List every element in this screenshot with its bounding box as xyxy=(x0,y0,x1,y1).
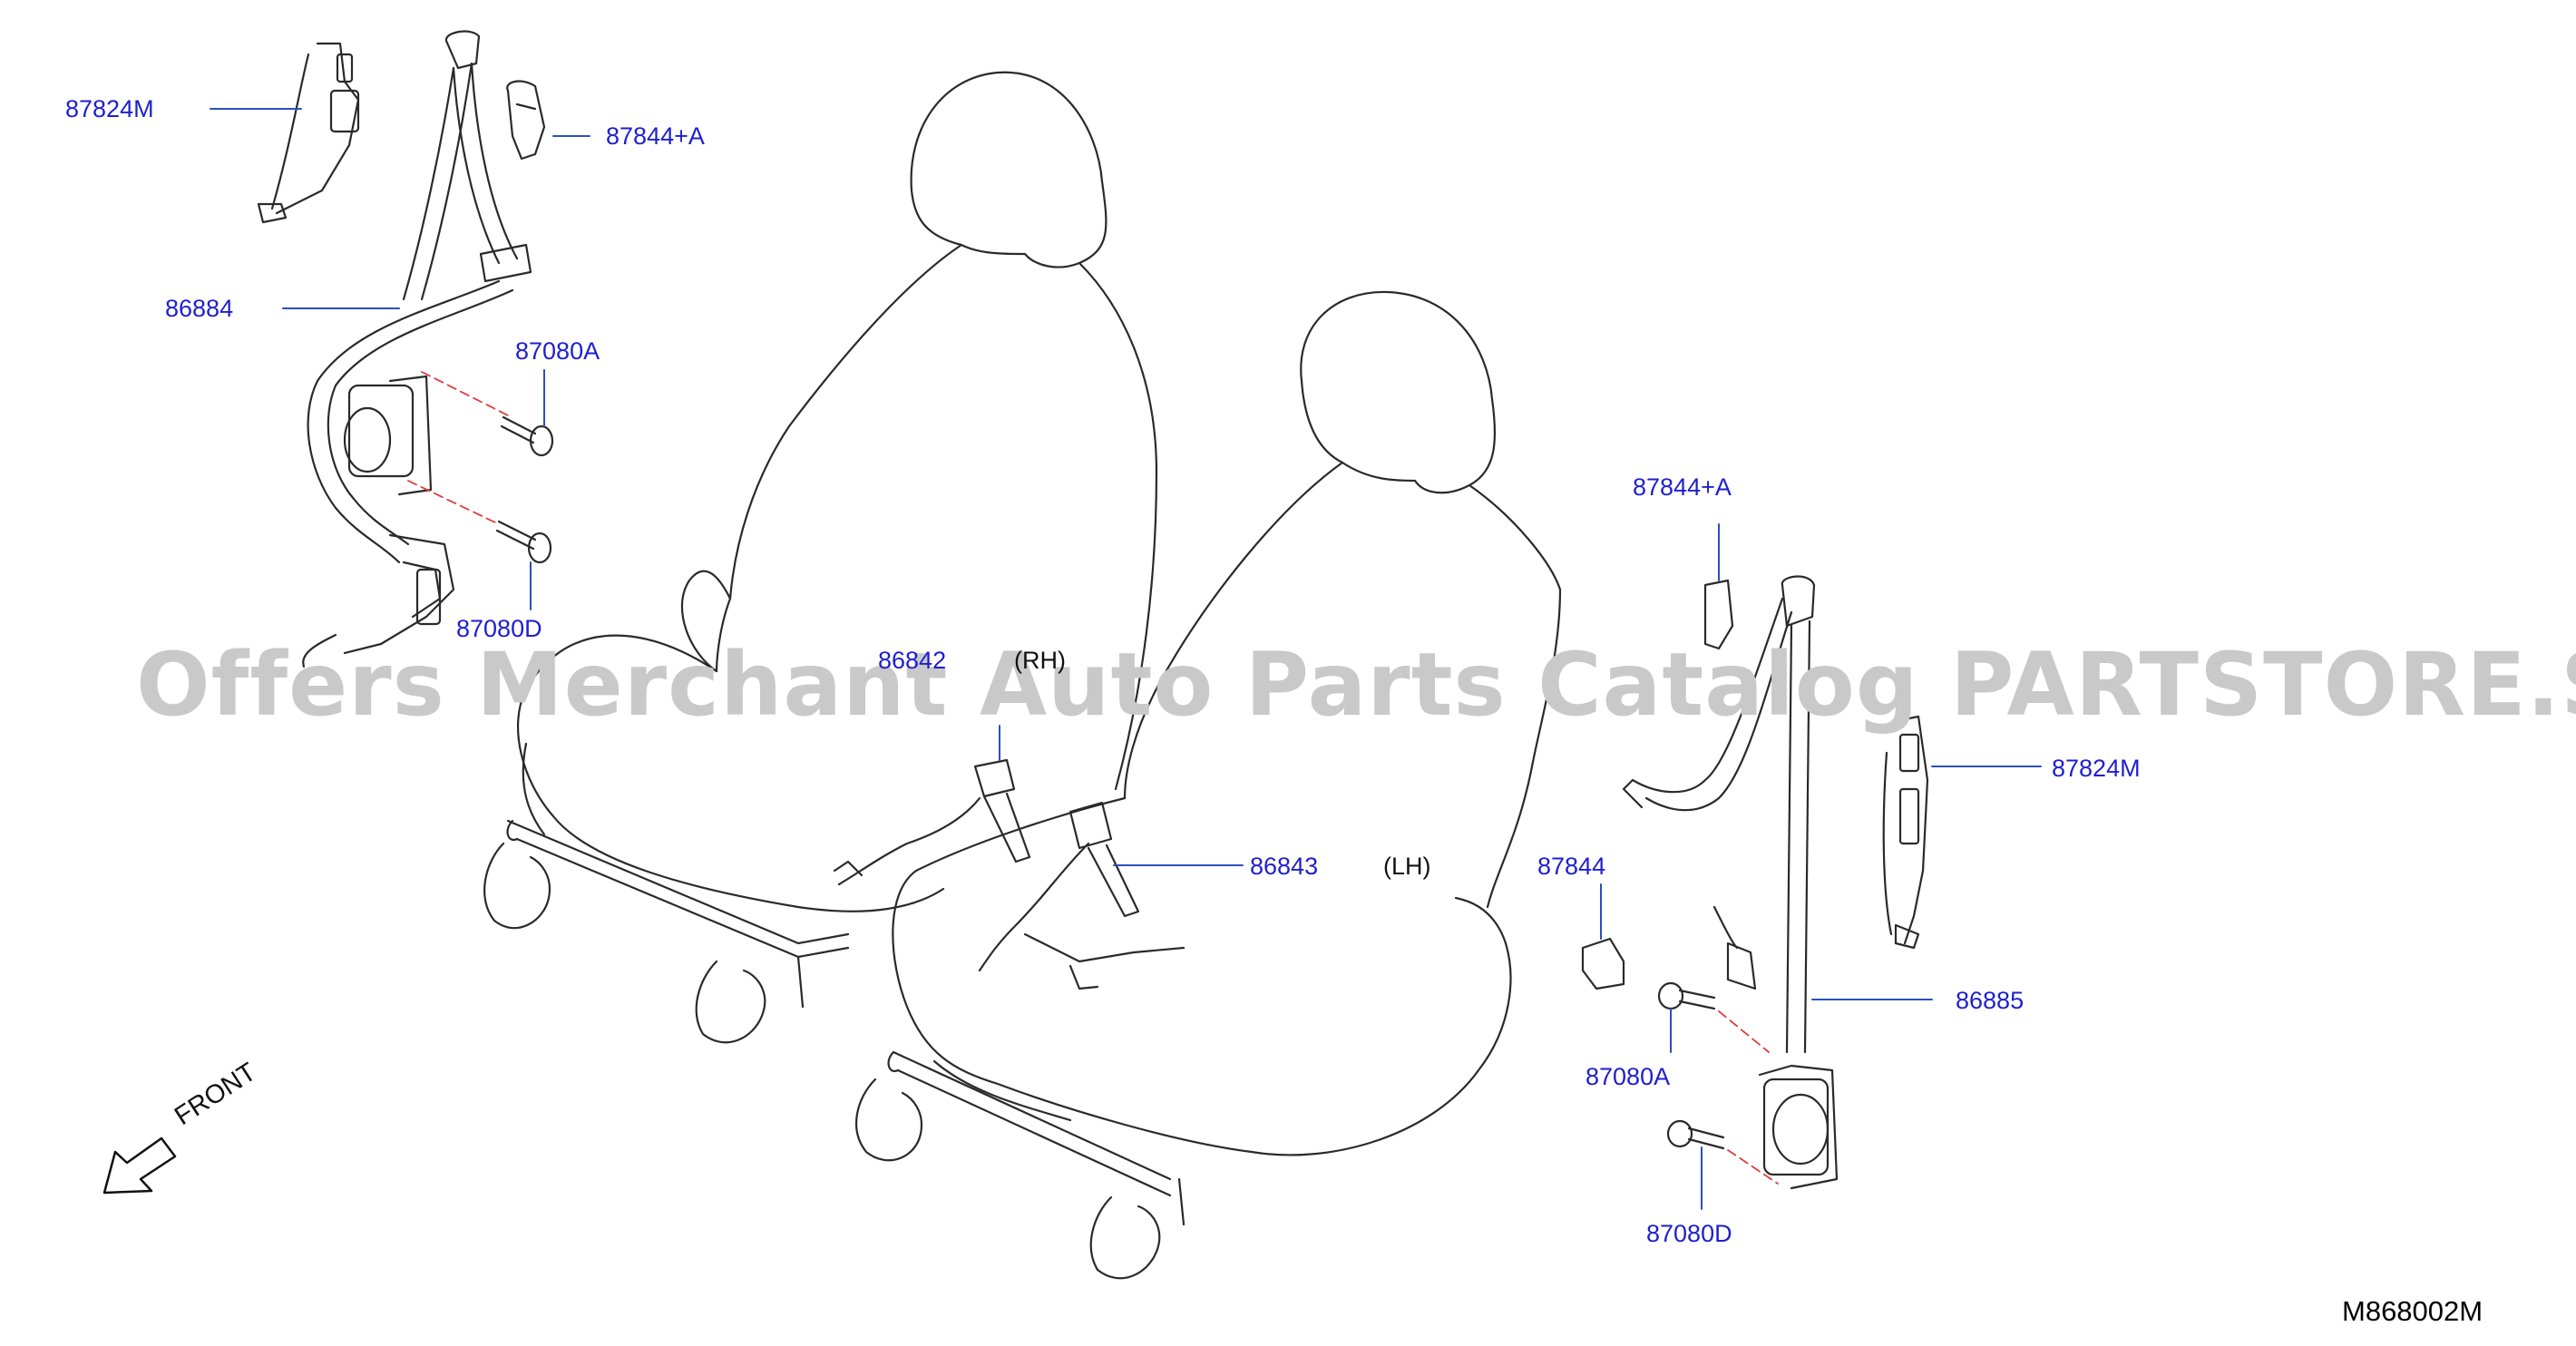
part-label-87080d-right[interactable]: 87080D xyxy=(1646,1220,1732,1247)
part-label-86843[interactable]: 86843 xyxy=(1250,853,1319,880)
part-label-87824m-left[interactable]: 87824M xyxy=(65,95,154,122)
part-label-86842[interactable]: 86842 xyxy=(878,647,947,674)
drawing-code: M868002M xyxy=(2342,1295,2483,1327)
right-seat-belt-drawing xyxy=(1622,575,1929,1190)
leader-lines xyxy=(210,108,2042,1210)
front-arrow-icon xyxy=(102,1136,177,1195)
rh-seat-drawing xyxy=(483,71,1158,1044)
part-label-86885[interactable]: 86885 xyxy=(1956,987,2025,1014)
left-bolts-drawing xyxy=(495,415,554,564)
part-label-87844a-right[interactable]: 87844+A xyxy=(1633,473,1732,501)
watermark-text: Offers Merchant Auto Parts Catalog PARTS… xyxy=(136,634,2576,736)
hidden-lines xyxy=(407,371,1779,1185)
part-label-87080a-left[interactable]: 87080A xyxy=(515,337,600,365)
buckle-drawing xyxy=(833,758,1186,990)
lh-seat-drawing xyxy=(855,290,1562,1280)
upper-guide-clip-drawing xyxy=(506,80,546,161)
part-label-87844[interactable]: 87844 xyxy=(1537,853,1606,880)
side-label-rh: (RH) xyxy=(1014,647,1066,674)
side-label-lh: (LH) xyxy=(1383,853,1431,880)
right-clips-drawing xyxy=(1581,579,1734,990)
part-label-87824m-right[interactable]: 87824M xyxy=(2052,755,2141,782)
part-label-87844a-upper[interactable]: 87844+A xyxy=(606,122,705,150)
part-label-87080d-left[interactable]: 87080D xyxy=(456,615,542,642)
part-label-87080a-right[interactable]: 87080A xyxy=(1586,1063,1671,1090)
part-label-86884[interactable]: 86884 xyxy=(165,295,234,322)
left-seat-belt-drawing xyxy=(257,30,532,668)
